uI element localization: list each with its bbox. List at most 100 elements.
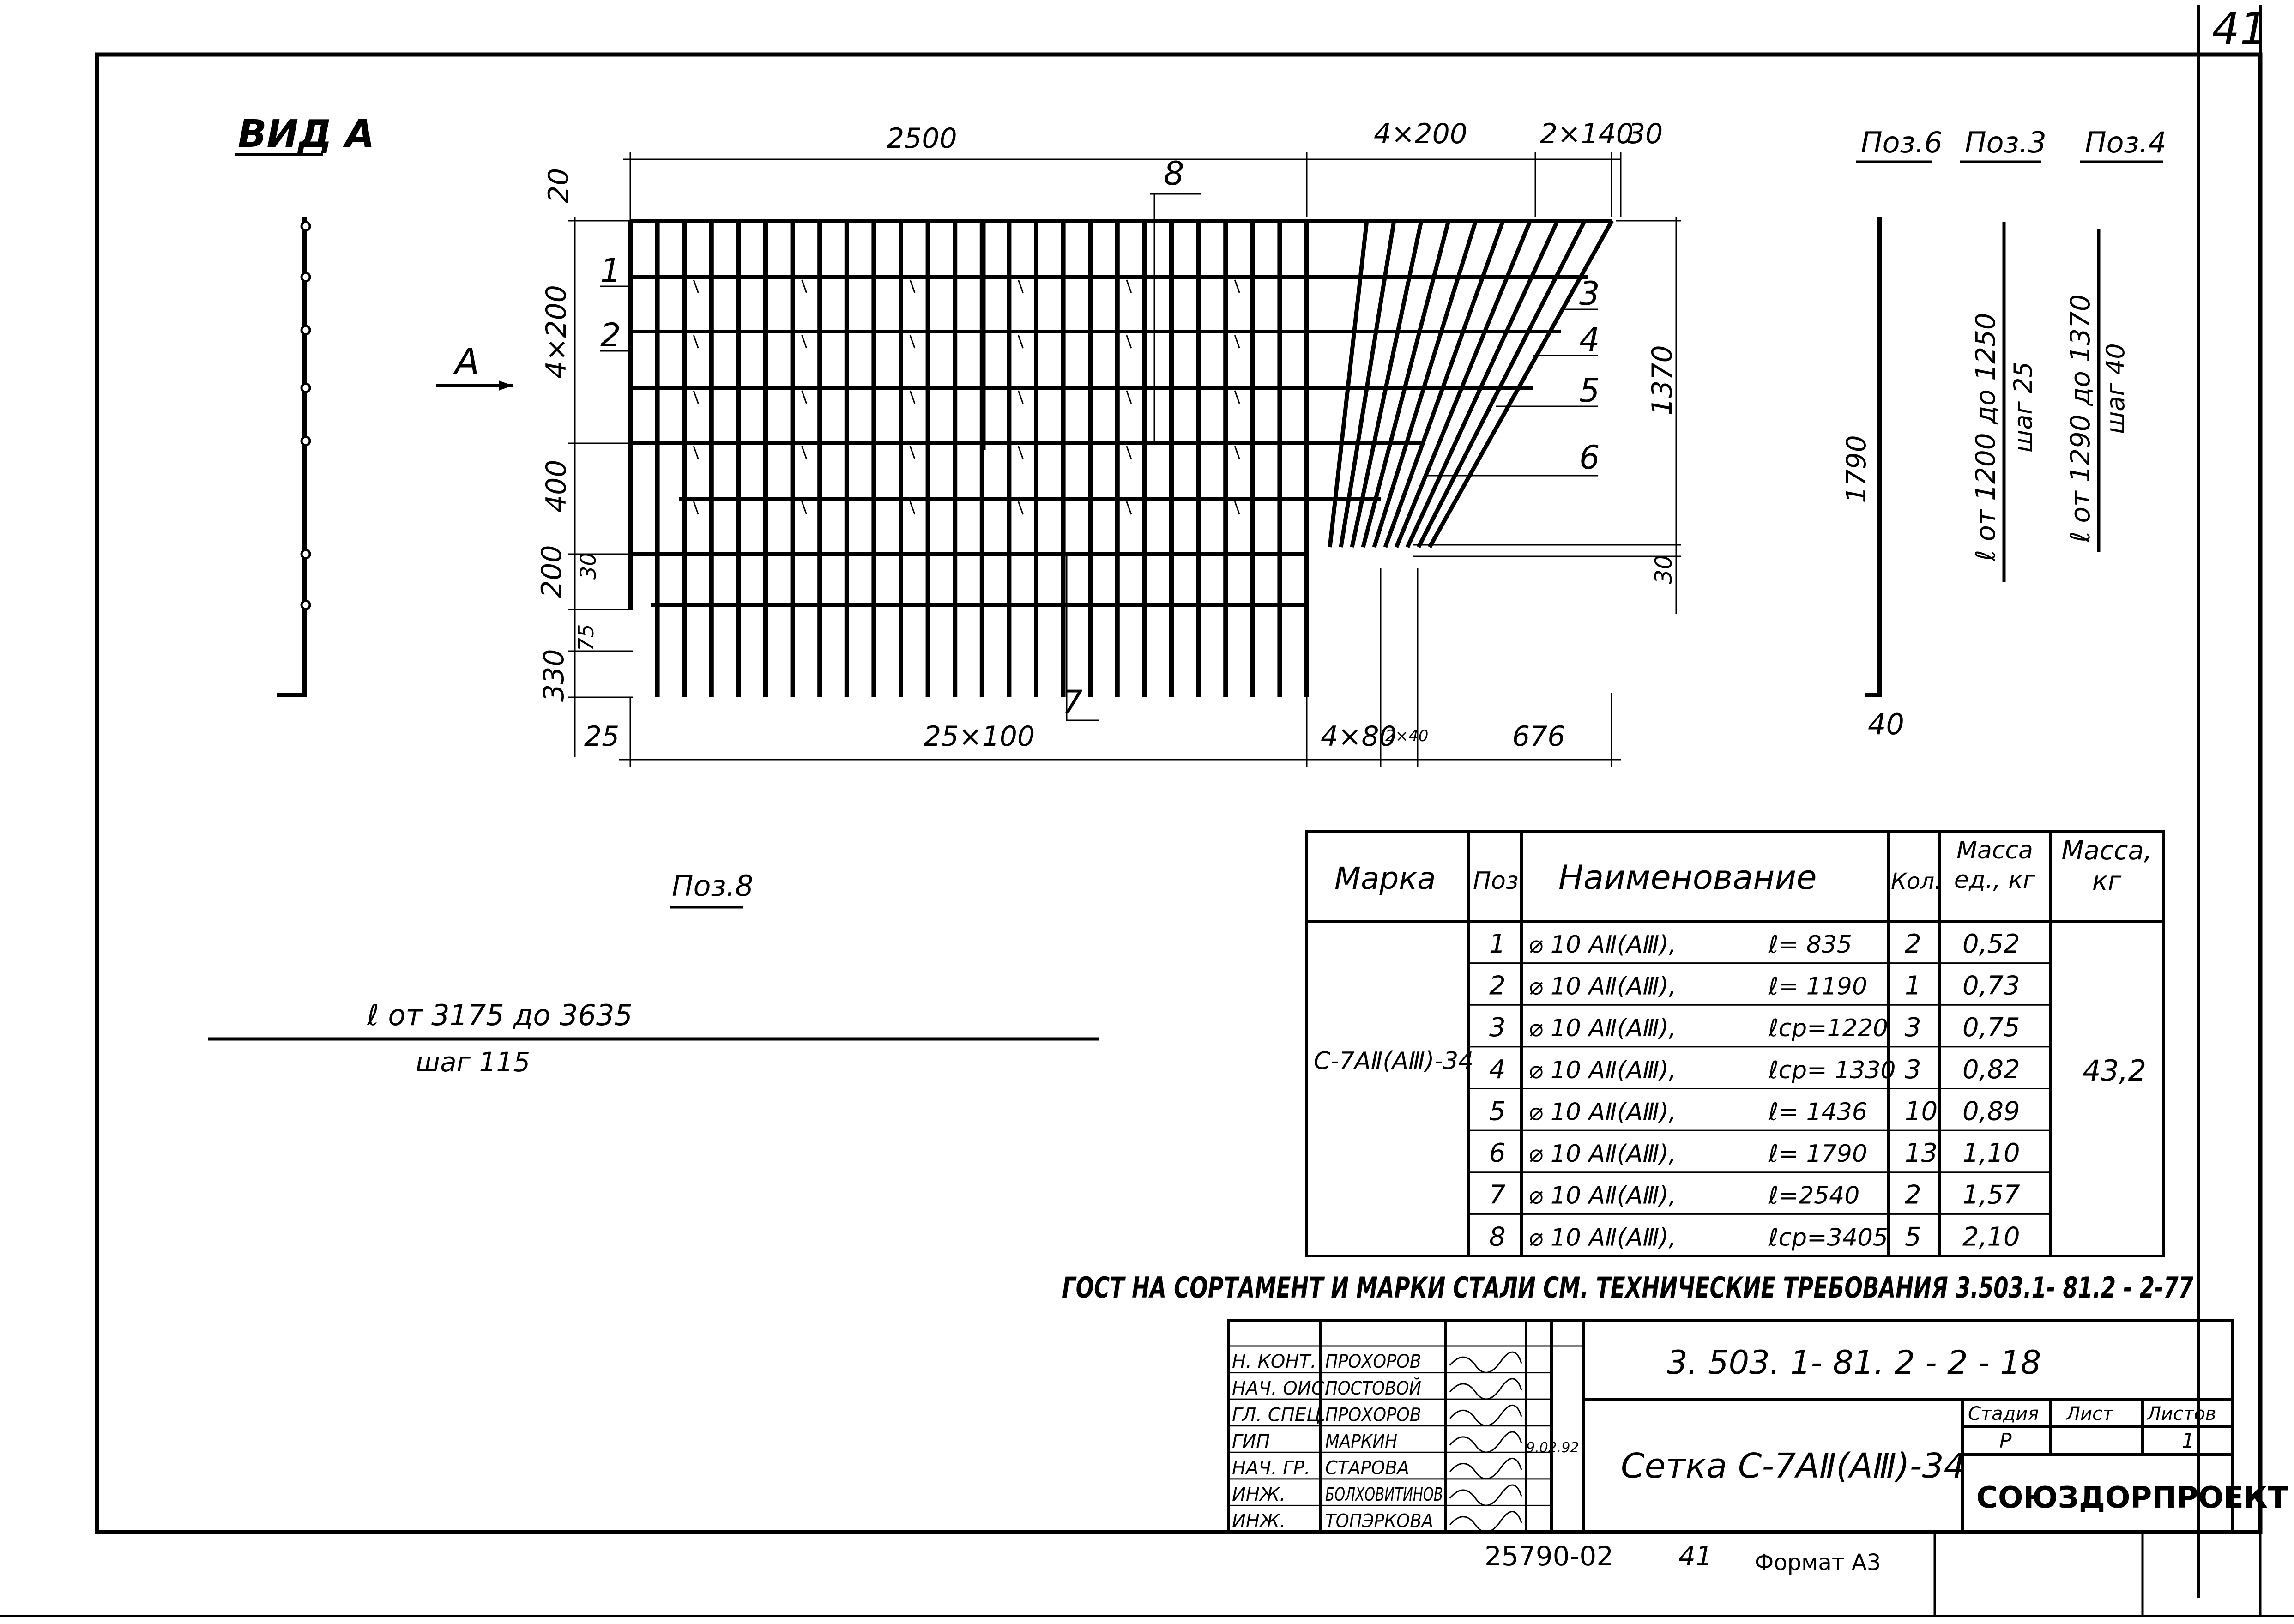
spec-cell: ⌀ 10 АⅡ(АⅢ), bbox=[1528, 973, 1676, 1001]
inventory-number: 25790-02 bbox=[1485, 1540, 1613, 1572]
weld-mark bbox=[693, 335, 699, 349]
spec-cell: 3 bbox=[1489, 1013, 1506, 1043]
pos4-step: шаг 40 bbox=[2101, 343, 2130, 434]
spec-cell: 4 bbox=[1489, 1055, 1506, 1085]
weld-mark bbox=[909, 335, 916, 349]
footer: 25790-02 41 Формат А3 bbox=[1485, 1540, 1881, 1576]
title-person: ПРОХОРОВ bbox=[1325, 1351, 1421, 1372]
weld-mark bbox=[1234, 335, 1240, 349]
dim-2x40: 2×40 bbox=[1385, 727, 1428, 745]
weld-mark bbox=[801, 335, 808, 349]
spec-cell: 10 bbox=[1905, 1096, 1938, 1126]
spec-marka: С-7АⅡ(АⅢ)-34 bbox=[1314, 1047, 1473, 1075]
callout-labels: 1 2 3 4 5 6 7 8 bbox=[600, 155, 1600, 721]
sheet-label: Лист bbox=[2065, 1403, 2114, 1425]
weld-mark bbox=[1126, 446, 1132, 459]
weld-mark bbox=[909, 446, 916, 459]
pos6-end: 40 bbox=[1868, 707, 1904, 741]
dim-25x100: 25×100 bbox=[924, 720, 1035, 753]
callout-1: 1 bbox=[600, 252, 621, 290]
pos3-length: ℓ от 1200 до 1250 bbox=[1970, 313, 2001, 561]
mesh-sloped-bar bbox=[1372, 220, 1478, 548]
spec-cell: ℓср= 1330 bbox=[1768, 1057, 1896, 1084]
gost-note: ГОСТ НА СОРТАМЕНТ И МАРКИ СТАЛИ СМ. ТЕХН… bbox=[1062, 1271, 2194, 1304]
dim-676: 676 bbox=[1512, 720, 1565, 753]
spec-cell: 1 bbox=[1489, 929, 1506, 959]
weld-mark bbox=[1017, 335, 1024, 349]
spec-cell: 0,89 bbox=[1962, 1096, 2020, 1126]
spec-header-kol: Кол. bbox=[1891, 869, 1941, 894]
stage-label: Стадия bbox=[1968, 1403, 2039, 1425]
weld-mark bbox=[801, 446, 808, 459]
dim-4x200-left: 4×200 bbox=[540, 285, 573, 379]
spec-cell: 5 bbox=[1489, 1096, 1506, 1126]
pos8-label: Поз.8 bbox=[672, 869, 754, 903]
spec-cell: 13 bbox=[1905, 1138, 1938, 1168]
dim-30-left: 30 bbox=[576, 552, 601, 580]
weld-mark bbox=[1234, 279, 1240, 293]
weld-mark bbox=[1234, 501, 1240, 515]
dim-1370-right: 1370 bbox=[1646, 345, 1678, 416]
pos4-sketch: Поз.4 ℓ от 1290 до 1370 шаг 40 bbox=[2065, 126, 2167, 552]
view-a-title: ВИД А bbox=[238, 112, 374, 156]
mesh-sloped-bar bbox=[1428, 219, 1614, 549]
spec-cell: ℓ=2540 bbox=[1768, 1182, 1859, 1210]
spec-cell: ⌀ 10 АⅡ(АⅢ), bbox=[1528, 1182, 1676, 1210]
title-role: ИНЖ. bbox=[1232, 1511, 1286, 1532]
spec-header-mass: Масса, кг bbox=[2061, 836, 2152, 896]
spec-cell: ⌀ 10 АⅡ(АⅢ), bbox=[1528, 1057, 1676, 1084]
title-person: ТОПЭРКОВА bbox=[1325, 1511, 1433, 1532]
spec-cell: 3 bbox=[1905, 1055, 1921, 1085]
drawing-title: Сетка С-7АⅡ(АⅢ)-34 bbox=[1621, 1446, 1966, 1486]
mesh-sloped-bar bbox=[1339, 220, 1396, 548]
dim-25-bottom: 25 bbox=[584, 720, 619, 753]
arrow-a-label: А bbox=[453, 341, 479, 383]
pos4-length: ℓ от 1290 до 1370 bbox=[2065, 294, 2096, 543]
page-number: 41 bbox=[1678, 1540, 1713, 1572]
weld-mark bbox=[909, 390, 916, 404]
spec-table: Марка Поз. Наименование Кол. Масса ед., … bbox=[1305, 830, 2165, 1257]
position-callouts bbox=[600, 193, 1598, 721]
weld-mark bbox=[1017, 390, 1024, 404]
weld-mark bbox=[693, 446, 699, 459]
spec-cell: 1,10 bbox=[1962, 1138, 2020, 1168]
spec-cell: 2 bbox=[1905, 929, 1921, 959]
spec-cell: 0,82 bbox=[1962, 1055, 2020, 1085]
title-person: СТАРОВА bbox=[1325, 1457, 1409, 1479]
callout-4: 4 bbox=[1579, 321, 1600, 359]
section-arrow-a: А bbox=[436, 341, 513, 391]
spec-cell: 2 bbox=[1905, 1180, 1921, 1210]
sheets-value: 1 bbox=[2182, 1429, 2195, 1453]
weld-mark bbox=[1126, 335, 1132, 349]
weld-mark bbox=[1126, 279, 1132, 293]
weld-mark bbox=[1126, 501, 1132, 515]
weld-mark bbox=[1017, 501, 1024, 515]
signatures bbox=[1449, 1351, 1522, 1533]
spec-cell: 6 bbox=[1489, 1138, 1506, 1168]
dim-200-left: 200 bbox=[536, 545, 568, 598]
dim-4x80: 4×80 bbox=[1321, 720, 1397, 753]
signature-scribble bbox=[1449, 1511, 1522, 1533]
spec-header-mass-unit: Масса ед., кг bbox=[1954, 837, 2036, 894]
callout-5: 5 bbox=[1579, 372, 1600, 410]
sheet-frame bbox=[0, 5, 2294, 1617]
spec-cell: 2 bbox=[1489, 971, 1506, 1001]
spec-header-poz: Поз. bbox=[1473, 867, 1526, 895]
sheets-label: Листов bbox=[2146, 1403, 2216, 1425]
title-role: ГЛ. СПЕЦ. bbox=[1232, 1404, 1327, 1425]
weld-mark bbox=[1126, 390, 1132, 404]
stage-value: Р bbox=[1999, 1429, 2012, 1453]
spec-cell: 1,57 bbox=[1962, 1180, 2020, 1210]
pos3-step: шаг 25 bbox=[2009, 362, 2038, 453]
title-person: БОЛХОВИТИНОВ bbox=[1325, 1484, 1443, 1505]
pos6-sketch: Поз.6 1790 40 bbox=[1841, 126, 1943, 741]
dim-4x200-top: 4×200 bbox=[1374, 118, 1467, 150]
title-role: Н. КОНТ. bbox=[1232, 1351, 1316, 1372]
weld-mark bbox=[1234, 446, 1240, 459]
weld-mark bbox=[693, 501, 699, 515]
spec-mass-total: 43,2 bbox=[2083, 1054, 2146, 1087]
mesh-sloped-bar bbox=[1350, 220, 1424, 548]
pos6-label: Поз.6 bbox=[1861, 126, 1943, 159]
